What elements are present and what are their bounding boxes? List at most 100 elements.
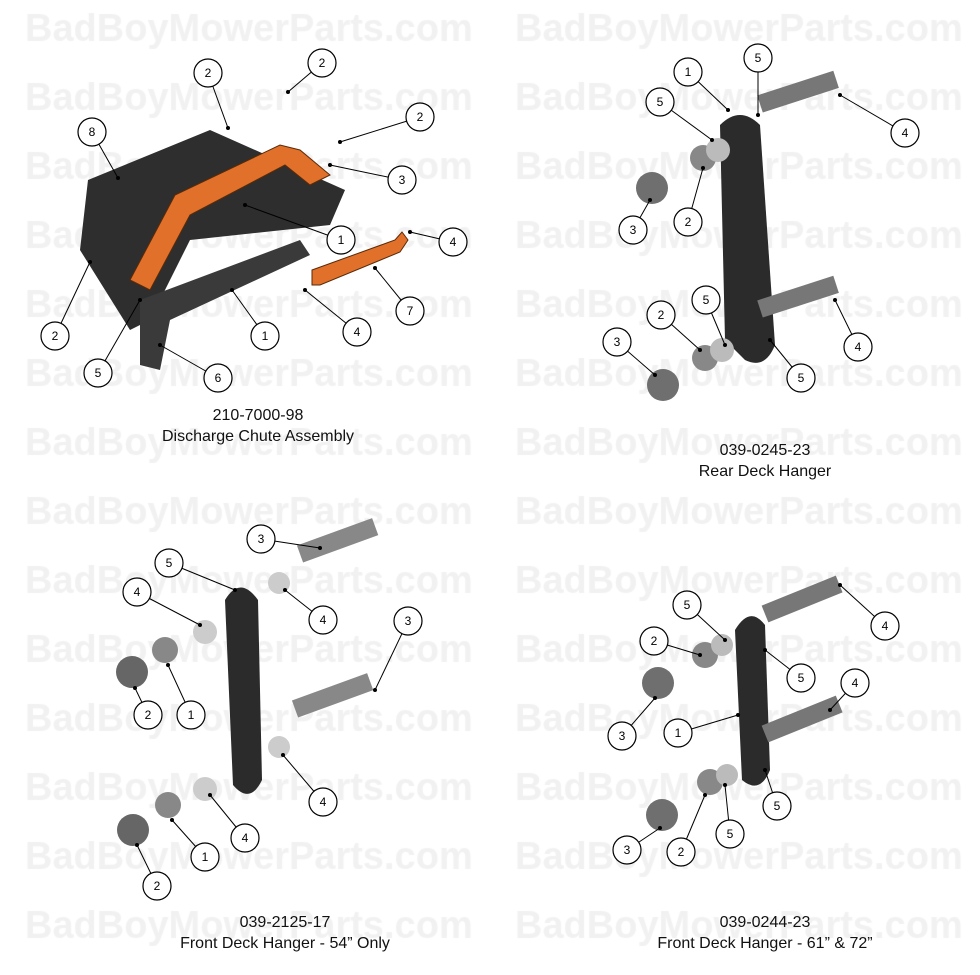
callout-number: 3 — [405, 614, 412, 628]
orange-bracket-small — [311, 231, 409, 286]
callout: 5 — [691, 285, 727, 347]
callout: 3 — [607, 696, 657, 751]
leader-arrowhead — [338, 140, 342, 144]
callout-number: 4 — [320, 613, 327, 627]
callout-number: 3 — [258, 532, 265, 546]
part-title: Rear Deck Hanger — [698, 463, 832, 480]
callout: 7 — [373, 266, 425, 326]
callout: 4 — [833, 298, 873, 362]
callout: 3 — [618, 198, 652, 245]
caption-discharge-chute: 210-7000-98 Discharge Chute Assembly — [78, 405, 438, 447]
callout: 4 — [828, 668, 870, 712]
callout-number: 2 — [658, 308, 665, 322]
bolt-upper — [761, 575, 843, 623]
callout-number: 4 — [450, 235, 457, 249]
callout: 3 — [602, 327, 657, 377]
callout: 2 — [193, 58, 230, 130]
bolt-lower — [757, 275, 839, 318]
callout: 4 — [303, 288, 372, 347]
callout: 2 — [338, 102, 435, 144]
callout: 4 — [281, 753, 338, 817]
callout-number: 3 — [624, 843, 631, 857]
parts-drawings — [80, 70, 843, 846]
leader-arrowhead — [158, 343, 162, 347]
callout-circle — [190, 842, 220, 872]
leader-arrowhead — [763, 768, 767, 772]
callout-number: 1 — [188, 708, 195, 722]
callout: 5 — [83, 298, 142, 388]
callout-circle — [133, 700, 163, 730]
leader-arrowhead — [230, 288, 234, 292]
chute-frame — [140, 240, 310, 370]
leader-line — [244, 204, 342, 241]
callout-circle — [646, 300, 676, 330]
callout-number: 5 — [774, 799, 781, 813]
callout-number: 2 — [417, 110, 424, 124]
part-number: 039-0245-23 — [719, 442, 811, 459]
callout: 2 — [286, 48, 337, 94]
callout-circle — [715, 819, 745, 849]
leader-arrowhead — [208, 793, 212, 797]
callout-circle — [83, 358, 113, 388]
callout-circle — [154, 548, 184, 578]
callout-number: 8 — [89, 125, 96, 139]
callout-number: 2 — [685, 215, 692, 229]
callout-circle — [203, 363, 233, 393]
callout-circle — [840, 668, 870, 698]
callout: 5 — [645, 87, 714, 142]
bolt-upper — [757, 70, 839, 113]
leader-arrowhead — [653, 373, 657, 377]
callout: 4 — [838, 93, 920, 148]
callout: 1 — [673, 57, 730, 112]
leader-arrowhead — [373, 688, 377, 692]
callout-circle — [395, 296, 425, 326]
callout-circle — [307, 48, 337, 78]
callout-circle — [438, 227, 468, 257]
leader-arrowhead — [233, 588, 237, 592]
caption-rear-deck-hanger: 039-0245-23 Rear Deck Hanger — [585, 440, 945, 482]
callout-circle — [142, 871, 172, 901]
callout: 1 — [230, 288, 280, 351]
caption-front-deck-hanger-54: 039-2125-17 Front Deck Hanger - 54” Only — [105, 912, 465, 954]
callout-circle — [612, 835, 642, 865]
callout-circle — [405, 102, 435, 132]
callout: 4 — [838, 583, 900, 641]
callout-circle — [246, 524, 276, 554]
callout-number: 5 — [684, 598, 691, 612]
callout-circle — [786, 663, 816, 693]
callout-number: 2 — [205, 66, 212, 80]
part-number: 210-7000-98 — [212, 407, 304, 424]
part-number: 039-2125-17 — [239, 914, 331, 931]
callout: 5 — [743, 43, 773, 117]
callout-number: 4 — [320, 795, 327, 809]
callout-circle — [387, 165, 417, 195]
callout-number: 4 — [855, 340, 862, 354]
callout-number: 4 — [242, 831, 249, 845]
callout-number: 5 — [798, 671, 805, 685]
callout-circle — [308, 605, 338, 635]
callout-circle — [743, 43, 773, 73]
callout-number: 4 — [134, 585, 141, 599]
callout: 4 — [208, 793, 260, 853]
callout-number: 1 — [262, 329, 269, 343]
callout: 1 — [243, 203, 356, 255]
leader-arrowhead — [283, 588, 287, 592]
callout-number: 2 — [154, 879, 161, 893]
callout-number: 1 — [685, 65, 692, 79]
leader-arrowhead — [286, 90, 290, 94]
callout-circle — [393, 606, 423, 636]
callout-number: 2 — [319, 56, 326, 70]
callout: 2 — [639, 626, 702, 657]
rear-deck-hanger-drawing — [636, 70, 839, 401]
callout-number: 4 — [882, 619, 889, 633]
callout-circle — [645, 87, 675, 117]
leader-arrowhead — [698, 348, 702, 352]
callout-circle — [691, 285, 721, 315]
leader-arrowhead — [703, 793, 707, 797]
callout-number: 1 — [202, 850, 209, 864]
callout-number: 2 — [651, 634, 658, 648]
callout-circle — [890, 118, 920, 148]
